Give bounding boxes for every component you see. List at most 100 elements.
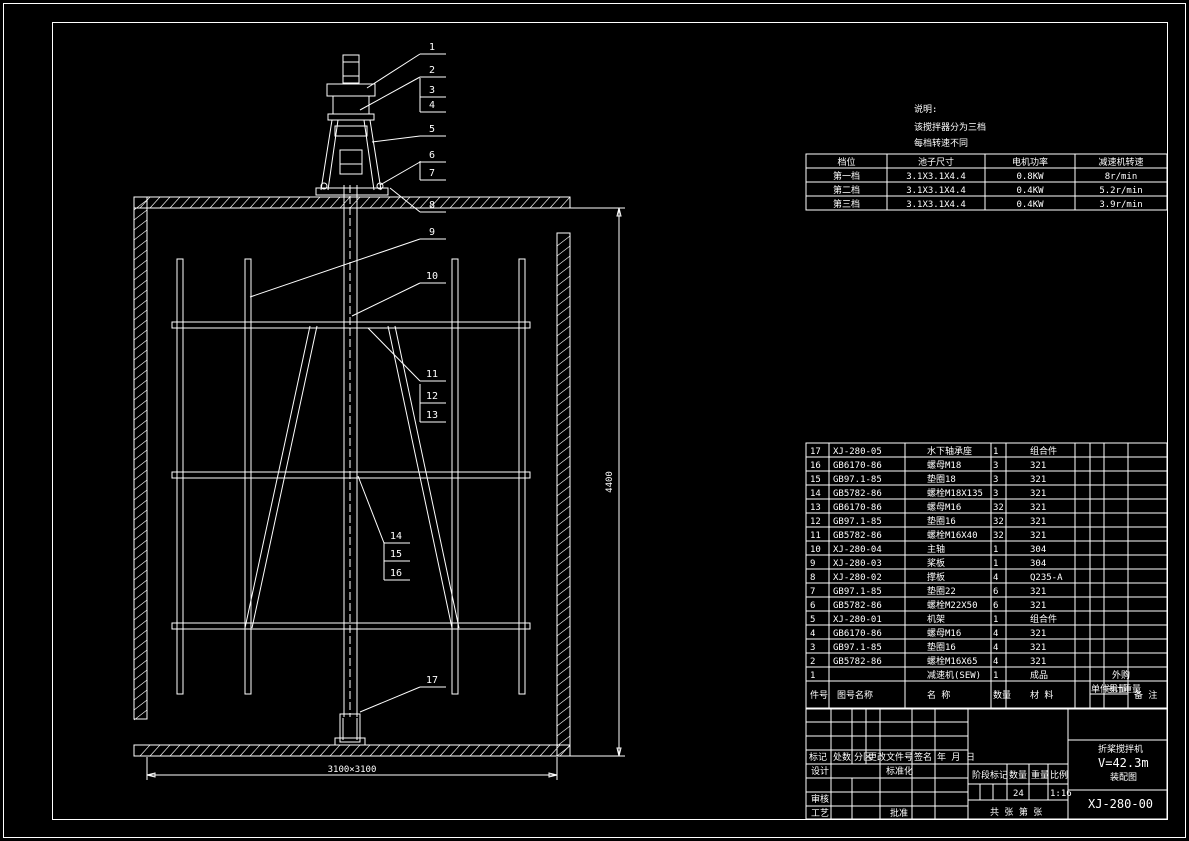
spec-cell-3-2: 0.4KW [1016, 200, 1044, 210]
bom-row-9-code: XJ-280-02 [833, 573, 882, 583]
bom-header-unit-weight: 单件重量 [1091, 683, 1127, 695]
callout-3: 3 [429, 85, 435, 96]
bom-row-11-name: 螺栓M22X50 [927, 599, 978, 611]
bom-row-10-name: 垫圈22 [927, 585, 956, 597]
bom-row-4-material: 321 [1030, 503, 1046, 513]
bom-row-0-qty: 1 [993, 447, 998, 457]
bom-header-remark: 备 注 [1134, 689, 1157, 701]
bom-row-4-seq: 13 [810, 503, 821, 513]
bom-row-8-qty: 1 [993, 559, 998, 569]
bom-row-8-material: 304 [1030, 559, 1046, 569]
bom-row-7-name: 主轴 [927, 543, 945, 555]
callout-14: 14 [390, 531, 402, 542]
bom-row-0-name: 水下轴承座 [927, 445, 972, 457]
callout-10: 10 [426, 271, 438, 282]
bom-row-3-name: 螺栓M18X135 [927, 487, 983, 499]
bom-row-14-material: 321 [1030, 643, 1046, 653]
process-label: 工艺 [811, 808, 829, 819]
bom-row-10-seq: 7 [810, 587, 815, 597]
bom-row-12-name: 机架 [927, 613, 945, 625]
bom-row-16-material: 成品 [1030, 669, 1048, 681]
callout-2: 2 [429, 65, 435, 76]
spec-cell-3-1: 3.1X3.1X4.4 [906, 200, 966, 210]
bom-row-5-qty: 32 [993, 517, 1004, 527]
stage-label: 阶段标记 [972, 769, 1008, 781]
spec-header-0-3: 减速机转速 [1098, 156, 1143, 168]
bom-row-13-name: 螺母M16 [927, 628, 961, 639]
bom-row-2-code: GB97.1-85 [833, 475, 882, 485]
bom-row-16-seq: 1 [810, 671, 815, 681]
bom-row-1-code: GB6170-86 [833, 461, 882, 471]
bom-row-11-seq: 6 [810, 601, 815, 611]
bom-row-7-material: 304 [1030, 545, 1046, 555]
bom-row-8-code: XJ-280-03 [833, 559, 882, 569]
bom-row-15-name: 螺栓M16X65 [927, 655, 978, 667]
bom-row-14-seq: 3 [810, 643, 815, 653]
bom-header-total-weight: 总计重量 [1105, 683, 1141, 695]
bom-row-9-qty: 4 [993, 573, 998, 583]
callout-4: 4 [429, 100, 435, 111]
bom-row-13-material: 321 [1030, 629, 1046, 639]
spec-cell-3-0: 第三档 [833, 198, 860, 210]
spec-cell-2-1: 3.1X3.1X4.4 [906, 186, 966, 196]
spec-cell-1-0: 第一档 [833, 170, 860, 182]
rev-doc-label: 更改文件号 [868, 751, 913, 763]
bom-row-10-code: GB97.1-85 [833, 587, 882, 597]
product-name: 折桨搅拌机 [1098, 743, 1143, 755]
notes-line-1: 该搅拌器分为三档 [914, 121, 986, 133]
check-label: 审核 [811, 793, 829, 805]
bom-row-1-seq: 16 [810, 461, 821, 471]
callout-5: 5 [429, 124, 435, 135]
bom-row-9-material: Q235-A [1030, 573, 1063, 583]
bom-row-0-material: 组合件 [1030, 445, 1057, 457]
bom-row-13-qty: 4 [993, 629, 998, 639]
bom-row-13-code: GB6170-86 [833, 629, 882, 639]
bom-row-6-qty: 32 [993, 531, 1004, 541]
bom-row-4-code: GB6170-86 [833, 503, 882, 513]
rev-zone-label: 分区 [854, 752, 872, 763]
standardize-label: 标准化 [886, 765, 913, 777]
tank [133, 196, 571, 757]
bom-row-6-name: 螺栓M16X40 [927, 529, 978, 541]
bom-header-code: 图号名称 [837, 689, 873, 701]
bom-row-10-material: 321 [1030, 587, 1046, 597]
rev-date-label: 年 月 日 [937, 751, 975, 763]
product-volume: V=42.3m [1098, 756, 1149, 770]
bom-row-2-material: 321 [1030, 475, 1046, 485]
bom-header-material: 材 料 [1030, 689, 1053, 701]
bom-row-15-material: 321 [1030, 657, 1046, 667]
bom-row-16-qty: 1 [993, 671, 998, 681]
bom-row-9-name: 撑板 [927, 571, 945, 583]
callout-13: 13 [426, 410, 438, 421]
callout-11: 11 [426, 369, 438, 380]
bom-row-14-code: GB97.1-85 [833, 643, 882, 653]
bom-row-4-qty: 32 [993, 503, 1004, 513]
bom-row-2-seq: 15 [810, 475, 821, 485]
bom-row-0-seq: 17 [810, 447, 821, 457]
bom-row-15-seq: 2 [810, 657, 815, 667]
bom-row-0-code: XJ-280-05 [833, 447, 882, 457]
bom-row-15-qty: 4 [993, 657, 998, 667]
bom-row-12-material: 组合件 [1030, 613, 1057, 625]
bom-row-11-code: GB5782-86 [833, 601, 882, 611]
bom-row-8-name: 桨板 [927, 557, 945, 569]
mass-label: 重量 [1031, 769, 1049, 781]
bom-row-2-name: 垫圈18 [927, 473, 956, 485]
bom-row-6-code: GB5782-86 [833, 531, 882, 541]
spec-cell-1-3: 8r/min [1105, 172, 1138, 182]
spec-cell-2-2: 0.4KW [1016, 186, 1044, 196]
bom-row-14-qty: 4 [993, 643, 998, 653]
title-block [805, 708, 1168, 820]
bom-row-16-remark: 外购 [1112, 669, 1130, 681]
spec-cell-2-0: 第二档 [833, 184, 860, 196]
bom-row-5-seq: 12 [810, 517, 821, 527]
height-dimension: 4400 [605, 471, 615, 493]
width-dimension: 3100×3100 [328, 765, 377, 775]
bom-row-3-code: GB5782-86 [833, 489, 882, 499]
drive-unit [315, 54, 389, 196]
bom-row-7-code: XJ-280-04 [833, 545, 882, 555]
rev-count-label: 处数 [833, 751, 851, 763]
